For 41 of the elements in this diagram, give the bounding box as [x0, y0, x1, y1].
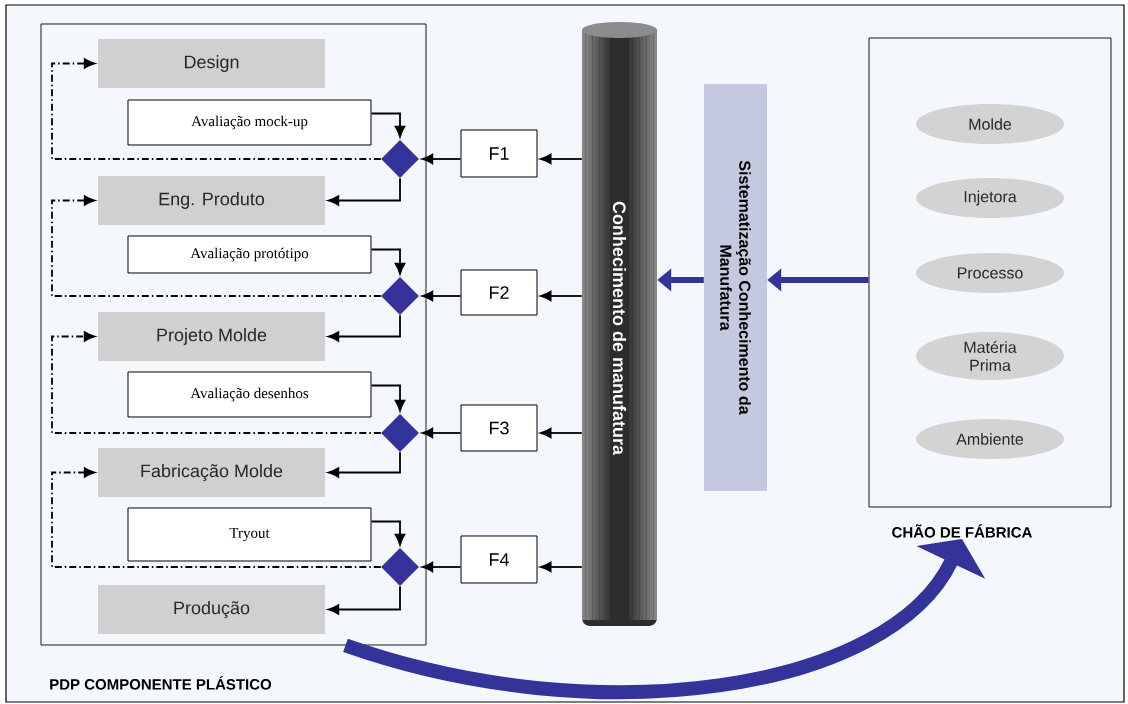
arrow: [421, 561, 462, 573]
process-box: Sistematização Conhecimento da Manufatura: [704, 84, 767, 491]
arrow: [327, 451, 401, 478]
arrow: [327, 585, 401, 615]
dash-dot-arrow: [51, 467, 382, 568]
arrow: [327, 177, 401, 206]
arrow: [539, 153, 583, 165]
decision-diamond: [381, 277, 419, 315]
arrow: [539, 427, 583, 439]
feedback-box: F4: [460, 535, 538, 584]
feedback-box: F2: [460, 269, 538, 316]
dash-dot-arrow: [51, 195, 382, 297]
feedback-box: F1: [460, 129, 538, 178]
arrow: [539, 290, 583, 302]
arrow: [421, 427, 462, 439]
arrow: [421, 153, 462, 165]
stage-box: Projeto Molde: [98, 312, 325, 361]
decision-diamond: [381, 548, 419, 586]
arrow: [370, 384, 406, 412]
decision-diamond: [381, 414, 419, 452]
stage-box: Produção: [98, 585, 325, 634]
arrow: [327, 314, 401, 342]
stage-box: Eng. Produto: [98, 176, 325, 225]
panel-heading: CHÃO DE FÁBRICA: [892, 524, 1032, 538]
arrow: [370, 248, 406, 275]
stage-box: Fabricação Molde: [98, 448, 325, 497]
arrow: [370, 520, 406, 546]
feedback-box: F3: [460, 404, 538, 452]
dash-dot-arrow: [51, 331, 382, 434]
dash-dot-arrow: [51, 58, 382, 160]
evaluation-box: Avaliação desenhos: [127, 371, 372, 418]
arrow: [539, 561, 583, 573]
decision-diamond: [381, 140, 419, 178]
knowledge-cylinder: Conhecimento de manufatura: [582, 22, 657, 626]
evaluation-box: Avaliação mock-up: [127, 99, 372, 146]
arrow: [421, 290, 462, 302]
stage-box: Design: [98, 39, 325, 88]
evaluation-box: Tryout: [127, 507, 372, 562]
panel-heading: PDP COMPONENTE PLÁSTICO: [50, 676, 272, 690]
evaluation-box: Avaliação protótipo: [127, 235, 372, 274]
arrow: [370, 112, 406, 138]
